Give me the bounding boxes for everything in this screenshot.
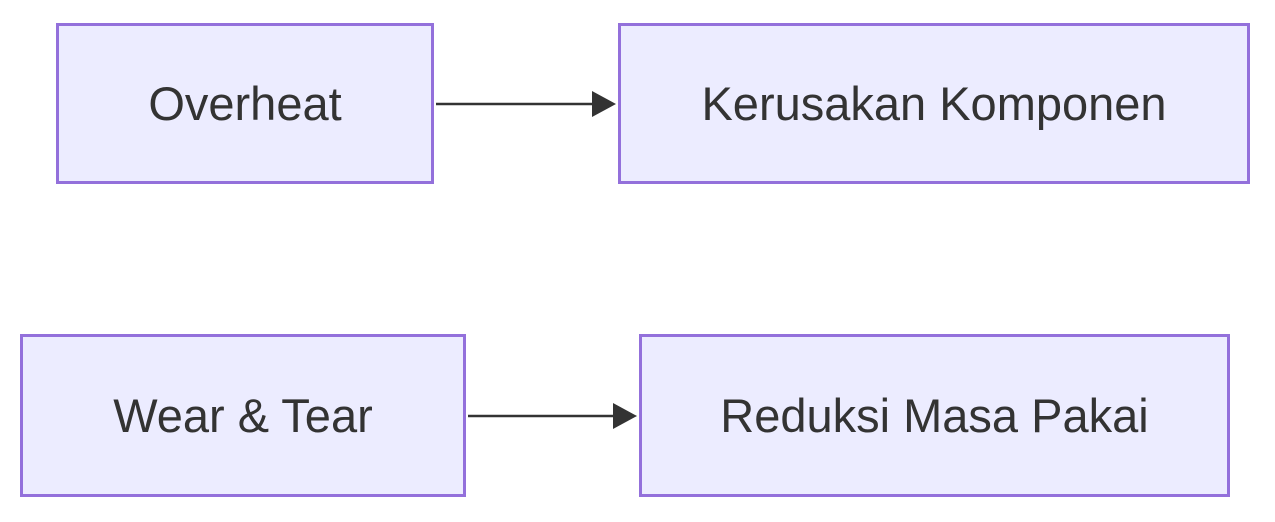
arrowhead-icon [592, 91, 616, 117]
node-wear-tear-label: Wear & Tear [113, 389, 373, 442]
node-kerusakan-komponen: Kerusakan Komponen [618, 23, 1250, 184]
node-overheat: Overheat [56, 23, 434, 184]
edge-overheat-to-kerusakan-komponen [436, 91, 616, 117]
node-kerusakan-komponen-label: Kerusakan Komponen [701, 77, 1167, 130]
node-overheat-label: Overheat [148, 77, 342, 130]
arrowhead-icon [613, 403, 637, 429]
node-reduksi-masa-pakai-label: Reduksi Masa Pakai [720, 389, 1149, 442]
edge-wear-tear-to-reduksi-masa-pakai [468, 403, 637, 429]
node-reduksi-masa-pakai: Reduksi Masa Pakai [639, 334, 1230, 497]
node-wear-tear: Wear & Tear [20, 334, 466, 497]
